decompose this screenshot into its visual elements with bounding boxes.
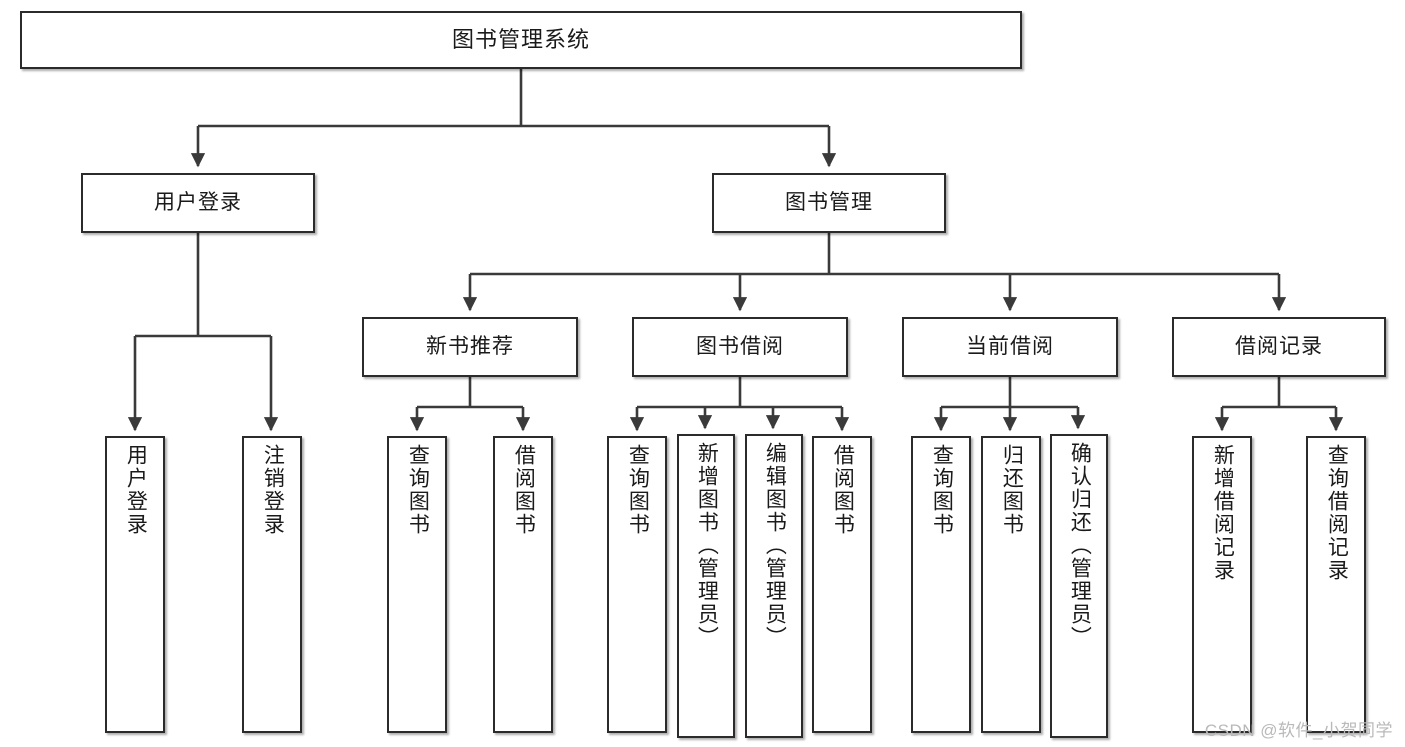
leaf-logout-label: 注销登录 (261, 444, 285, 536)
leaf-return-book-label: 归还图书 (1000, 444, 1024, 536)
node-book-borrow[interactable]: 图书借阅 (632, 317, 848, 377)
leaf-edit-book[interactable]: 编辑图书（管理员） (745, 434, 803, 738)
leaf-user-login[interactable]: 用户登录 (105, 436, 165, 733)
node-new-book-rec[interactable]: 新书推荐 (362, 317, 578, 377)
leaf-add-book[interactable]: 新增图书（管理员） (677, 434, 735, 738)
node-user-login-label: 用户登录 (154, 191, 242, 215)
leaf-query-book-1[interactable]: 查询图书 (387, 436, 447, 733)
node-root-label: 图书管理系统 (451, 26, 590, 52)
leaf-add-record-label: 新增借阅记录 (1211, 444, 1235, 582)
watermark: CSDN @软件_小贺同学 (1204, 721, 1393, 740)
leaf-return-book[interactable]: 归还图书 (981, 436, 1041, 733)
leaf-query-book-2-label: 查询图书 (626, 444, 650, 536)
leaf-borrow-book-1-label: 借阅图书 (512, 444, 536, 536)
node-current-borrow-label: 当前借阅 (966, 335, 1054, 359)
node-new-book-rec-label: 新书推荐 (426, 335, 514, 359)
leaf-borrow-book-2[interactable]: 借阅图书 (812, 436, 872, 733)
leaf-add-book-label: 新增图书（管理员） (695, 442, 719, 649)
leaf-query-book-3[interactable]: 查询图书 (911, 436, 971, 733)
node-user-login[interactable]: 用户登录 (81, 173, 315, 233)
leaf-query-book-2[interactable]: 查询图书 (607, 436, 667, 733)
node-current-borrow[interactable]: 当前借阅 (902, 317, 1118, 377)
node-root[interactable]: 图书管理系统 (20, 11, 1022, 69)
leaf-edit-book-label: 编辑图书（管理员） (763, 442, 787, 649)
node-borrow-record-label: 借阅记录 (1235, 335, 1323, 359)
leaf-confirm-return-label: 确认归还（管理员） (1068, 442, 1092, 649)
leaf-confirm-return[interactable]: 确认归还（管理员） (1050, 434, 1108, 738)
node-book-borrow-label: 图书借阅 (696, 335, 784, 359)
leaf-query-record[interactable]: 查询借阅记录 (1306, 436, 1366, 733)
node-borrow-record[interactable]: 借阅记录 (1172, 317, 1386, 377)
leaf-query-record-label: 查询借阅记录 (1325, 444, 1349, 582)
leaf-borrow-book-2-label: 借阅图书 (831, 444, 855, 536)
leaf-query-book-3-label: 查询图书 (930, 444, 954, 536)
leaf-add-record[interactable]: 新增借阅记录 (1192, 436, 1252, 733)
leaf-borrow-book-1[interactable]: 借阅图书 (493, 436, 553, 733)
node-book-manage[interactable]: 图书管理 (712, 173, 946, 233)
leaf-logout[interactable]: 注销登录 (242, 436, 302, 733)
node-book-manage-label: 图书管理 (785, 191, 873, 215)
leaf-query-book-1-label: 查询图书 (406, 444, 430, 536)
leaf-user-login-label: 用户登录 (124, 444, 148, 536)
